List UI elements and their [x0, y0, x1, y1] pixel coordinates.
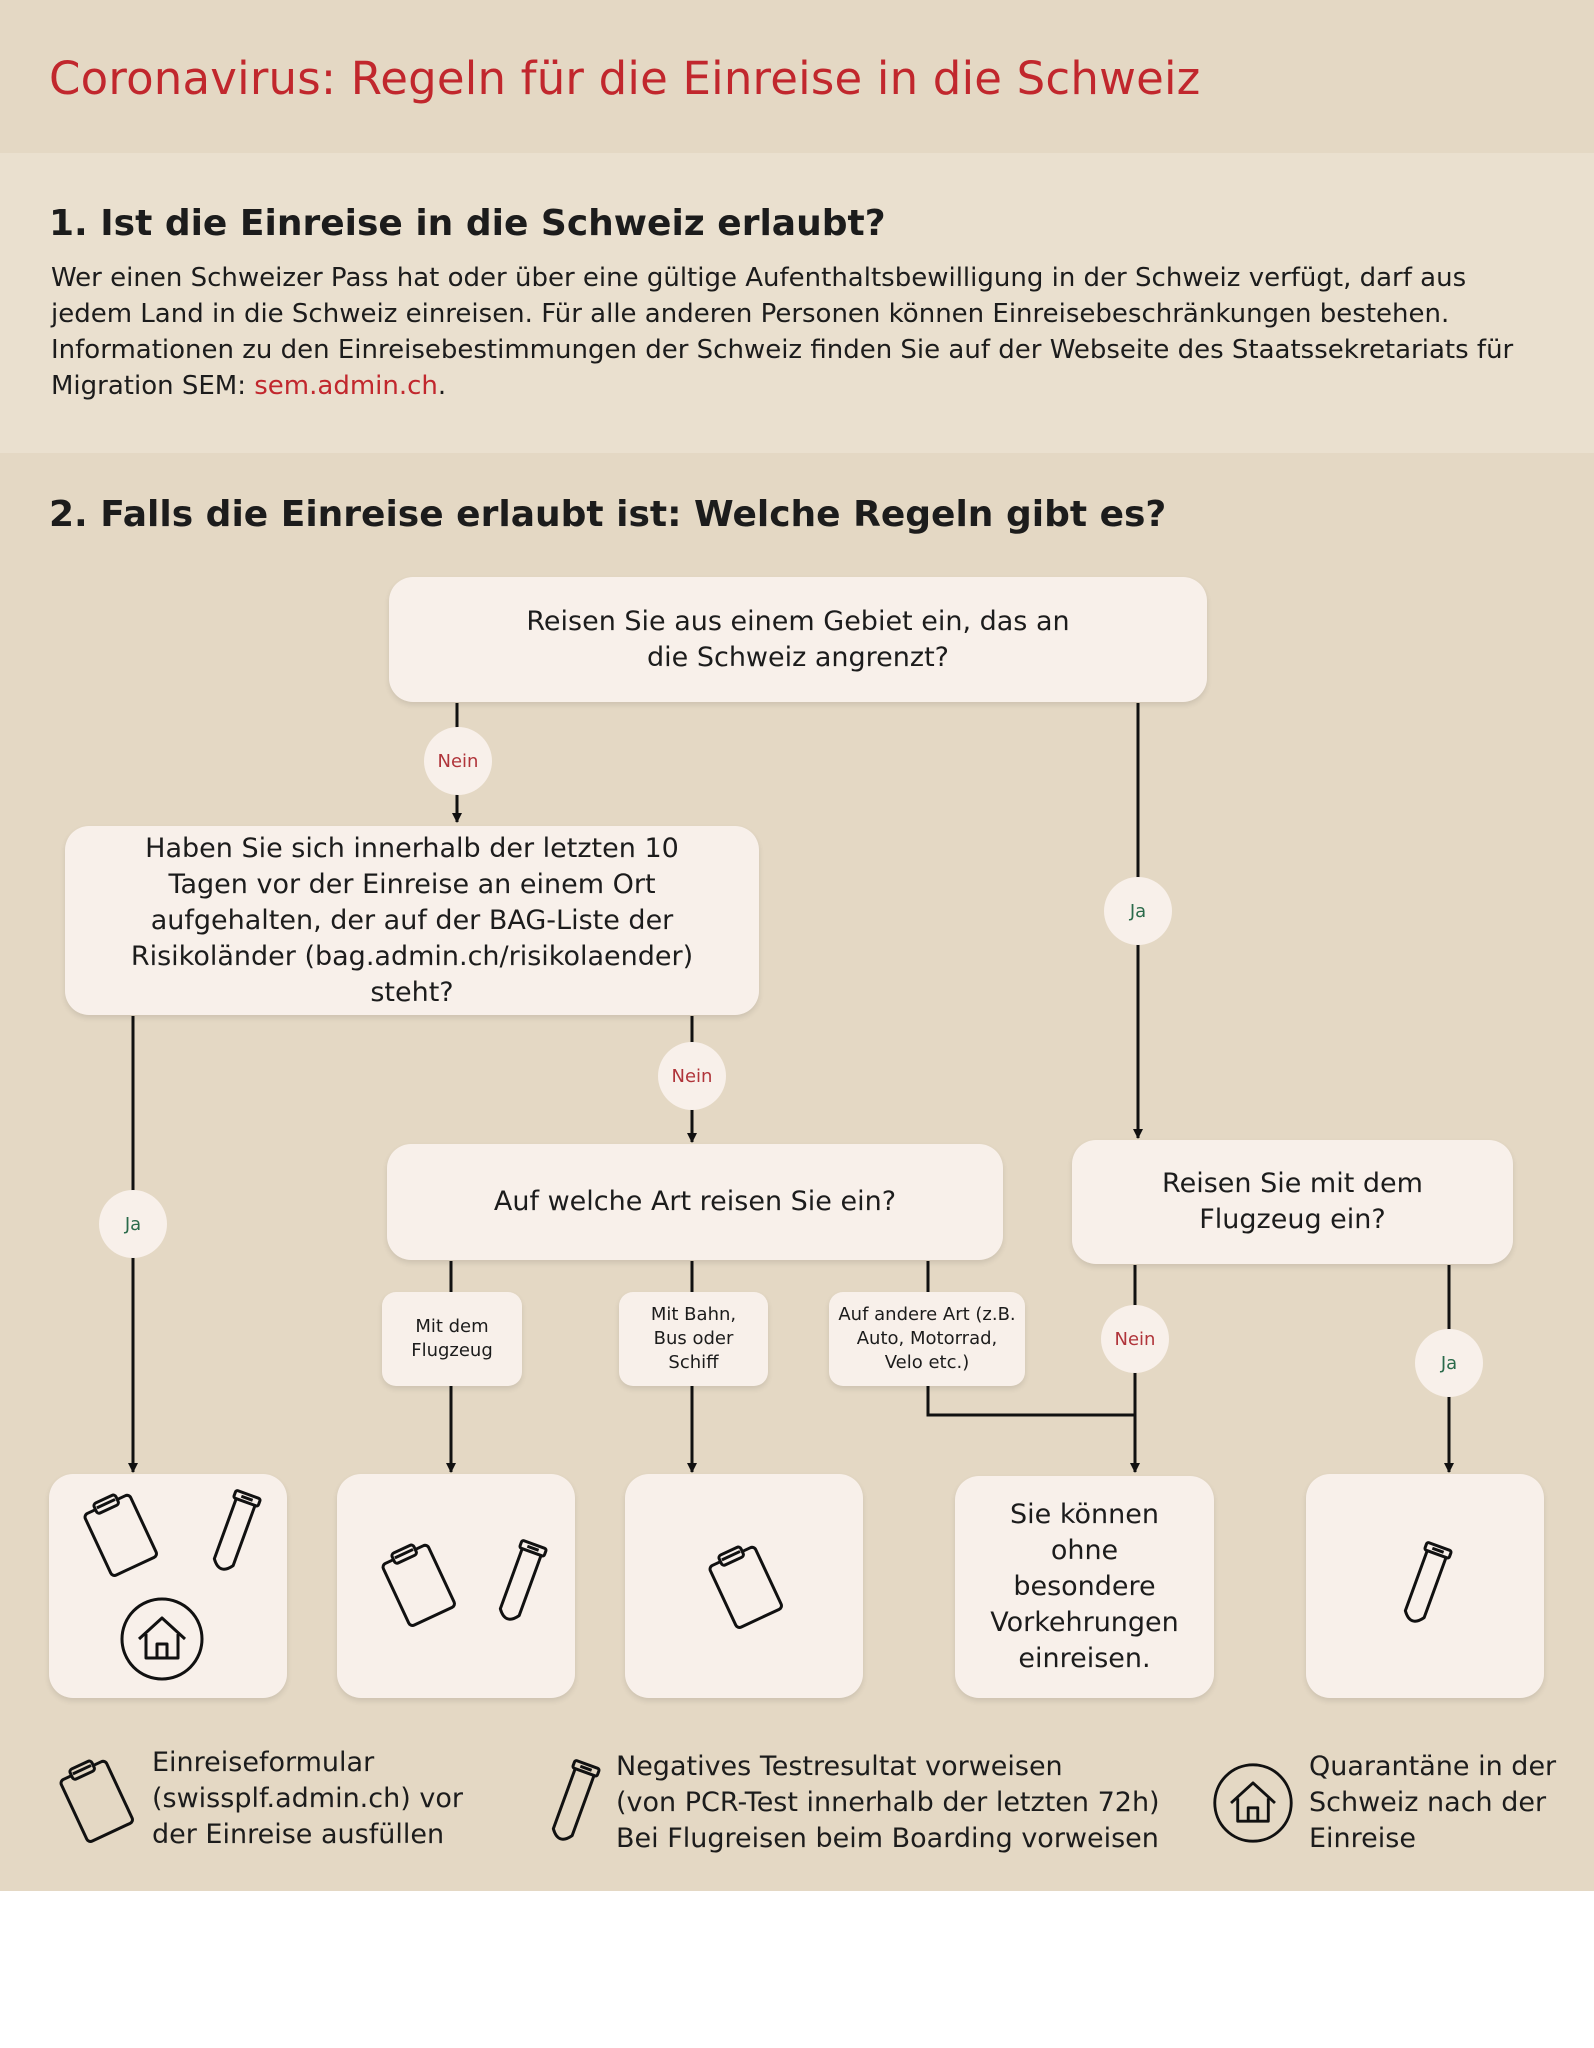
- question-border-text: Reisen Sie aus einem Gebiet ein, das an …: [526, 605, 1070, 673]
- test-tube-icon: [498, 1539, 548, 1621]
- option-other: Auf andere Art (z.B. Auto, Motorrad, Vel…: [829, 1292, 1025, 1386]
- legend-clipboard-icon: [59, 1759, 134, 1843]
- label-yes-plane: Ja: [1415, 1329, 1483, 1397]
- question-travel-mode: Auf welche Art reisen Sie ein?: [387, 1144, 1003, 1260]
- section1-paragraph: Wer einen Schweizer Pass hat oder über e…: [51, 260, 1531, 404]
- option-train-bus-ship: Mit Bahn, Bus oder Schiff: [619, 1292, 768, 1386]
- test-tube-icon: [1403, 1541, 1453, 1623]
- clipboard-icon: [381, 1543, 456, 1627]
- legend-test: Negatives Testresultat vorweisen (von PC…: [616, 1749, 1176, 1857]
- label-yes-risk: Ja: [99, 1190, 167, 1258]
- label-no-risk: Nein: [658, 1042, 726, 1110]
- clipboard-icon: [708, 1545, 783, 1629]
- legend-test-line2: (von PCR-Test innerhalb der letzten 72h): [616, 1787, 1160, 1818]
- label-no-border: Nein: [424, 727, 492, 795]
- question-risk-countries: Haben Sie sich innerhalb der letzten 10 …: [65, 826, 759, 1015]
- result-form-test-quarantine: [49, 1474, 287, 1698]
- clipboard-icon: [83, 1493, 158, 1577]
- section1-heading: 1. Ist die Einreise in die Schweiz erlau…: [49, 203, 886, 244]
- question-by-plane: Reisen Sie mit dem Flugzeug ein?: [1072, 1140, 1513, 1264]
- section2-heading: 2. Falls die Einreise erlaubt ist: Welch…: [49, 494, 1167, 535]
- result-form: [625, 1474, 863, 1698]
- sem-link[interactable]: sem.admin.ch: [254, 371, 438, 401]
- legend-test-line1: Negatives Testresultat vorweisen: [616, 1751, 1063, 1782]
- section1-text: Wer einen Schweizer Pass hat oder über e…: [51, 263, 1514, 401]
- legend-house-icon: [1213, 1763, 1293, 1843]
- section1-period: .: [437, 371, 447, 401]
- result-form-test: [337, 1474, 575, 1698]
- legend-test-line3: Bei Flugreisen beim Boarding vorweisen: [616, 1823, 1159, 1854]
- page-title: Coronavirus: Regeln für die Einreise in …: [49, 52, 1201, 105]
- legend-quarantine-text: Quarantäne in der Schweiz nach der Einre…: [1309, 1751, 1557, 1854]
- question-risk-text: Haben Sie sich innerhalb der letzten 10 …: [130, 832, 694, 1008]
- legend-form-text: Einreiseformular (swissplf.admin.ch) vor…: [152, 1747, 463, 1850]
- legend-test-tube-icon: [551, 1759, 601, 1841]
- option-train-text: Mit Bahn, Bus oder Schiff: [650, 1304, 737, 1373]
- result-test: [1306, 1474, 1544, 1698]
- option-plane: Mit dem Flugzeug: [382, 1292, 522, 1386]
- question-plane-text: Reisen Sie mit dem Flugzeug ein?: [1162, 1168, 1423, 1235]
- option-other-text: Auf andere Art (z.B. Auto, Motorrad, Vel…: [838, 1304, 1016, 1373]
- label-yes-border: Ja: [1104, 877, 1172, 945]
- question-mode-text: Auf welche Art reisen Sie ein?: [493, 1186, 897, 1217]
- label-no-plane: Nein: [1101, 1305, 1169, 1373]
- result-no-precautions: Sie können ohne besondere Vorkehrungen e…: [955, 1476, 1214, 1698]
- house-icon: [120, 1597, 204, 1681]
- title-band: [0, 0, 1594, 153]
- option-plane-text: Mit dem Flugzeug: [411, 1316, 493, 1361]
- question-border-region: Reisen Sie aus einem Gebiet ein, das an …: [389, 577, 1207, 702]
- test-tube-icon: [212, 1489, 262, 1571]
- section1-band: [0, 153, 1594, 453]
- result-no-precautions-text: Sie können ohne besondere Vorkehrungen e…: [990, 1499, 1179, 1674]
